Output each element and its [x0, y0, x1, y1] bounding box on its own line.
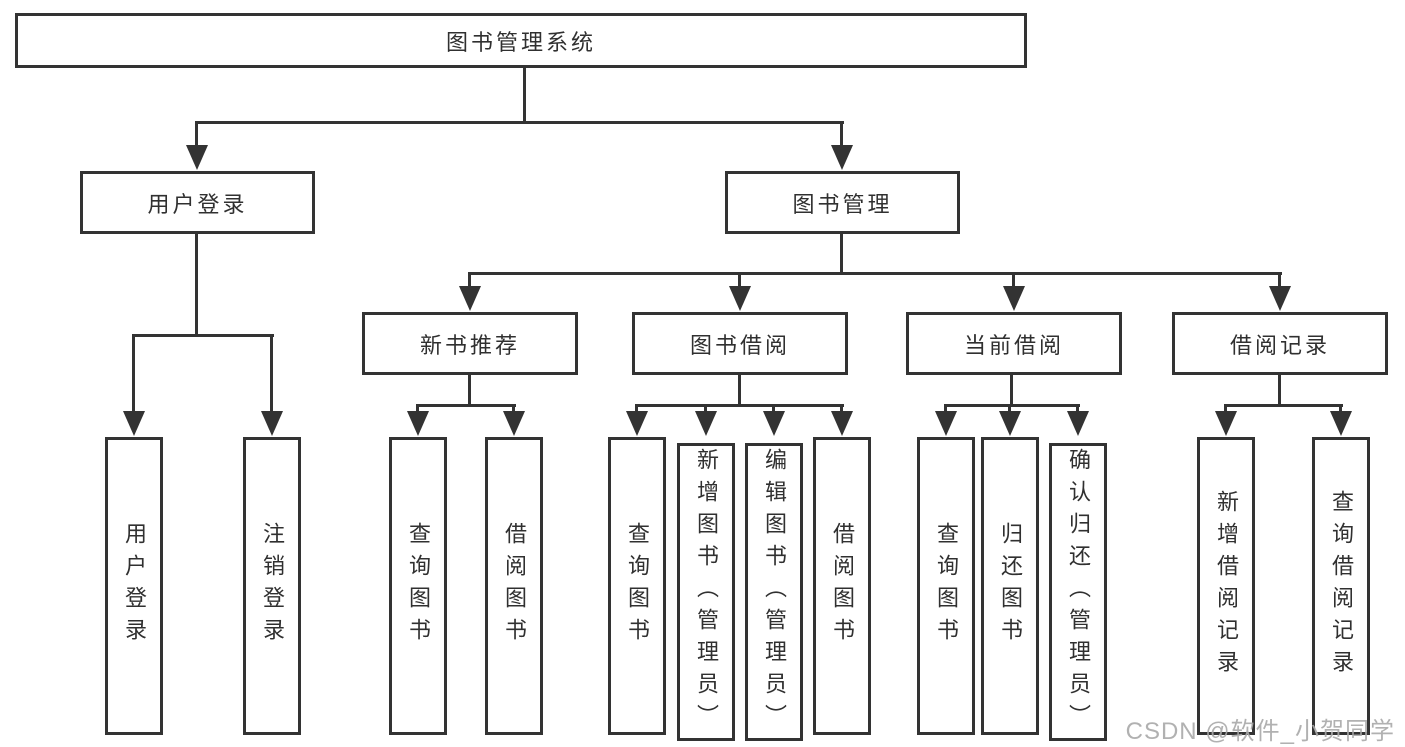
- connector-arrowhead: [1269, 286, 1291, 311]
- node-leaf-query-books-2: 查询图书: [608, 437, 666, 735]
- connector-arrowhead: [459, 286, 481, 311]
- node-leaf-confirm-return-admin: 确认归还（管理员）: [1049, 443, 1107, 741]
- connector-line: [1278, 375, 1281, 406]
- node-book-management: 图书管理: [725, 171, 960, 234]
- connector-arrowhead: [1067, 411, 1089, 436]
- node-label: 新增借阅记录: [1214, 490, 1239, 682]
- connector-line: [1339, 404, 1342, 414]
- connector-line: [1010, 375, 1013, 406]
- connector-arrowhead: [123, 411, 145, 436]
- node-label: 确认归还（管理员）: [1066, 448, 1091, 736]
- connector-arrowhead: [729, 286, 751, 311]
- node-label: 图书借阅: [689, 332, 790, 358]
- connector-line: [840, 404, 843, 414]
- node-leaf-logout: 注销登录: [243, 437, 301, 735]
- node-label: 用户登录: [122, 522, 147, 650]
- node-borrow-records: 借阅记录: [1172, 312, 1388, 375]
- connector-arrowhead: [626, 411, 648, 436]
- connector-line: [1278, 272, 1281, 288]
- node-label: 查询图书: [625, 522, 650, 650]
- connector-line: [1076, 404, 1079, 414]
- connector-line: [944, 404, 1080, 407]
- node-user-login: 用户登录: [80, 171, 315, 234]
- node-leaf-add-borrow-record: 新增借阅记录: [1197, 437, 1255, 735]
- node-label: 借阅图书: [502, 522, 527, 650]
- connector-line: [840, 234, 843, 275]
- node-label: 当前借阅: [963, 332, 1064, 358]
- node-book-borrow: 图书借阅: [632, 312, 848, 375]
- connector-line: [772, 404, 775, 414]
- connector-line: [1012, 272, 1015, 288]
- connector-line: [195, 121, 844, 124]
- node-label: 归还图书: [998, 522, 1023, 650]
- connector-line: [512, 404, 515, 414]
- node-label: 新增图书（管理员）: [694, 448, 719, 736]
- connector-line: [635, 404, 844, 407]
- connector-line: [270, 334, 273, 414]
- connector-arrowhead: [935, 411, 957, 436]
- connector-line: [416, 404, 516, 407]
- connector-line: [738, 272, 741, 288]
- node-label: 编辑图书（管理员）: [762, 448, 787, 736]
- connector-line: [468, 272, 1282, 275]
- node-label: 图书管理系统: [445, 29, 596, 55]
- connector-arrowhead: [763, 411, 785, 436]
- node-leaf-query-books: 查询图书: [389, 437, 447, 735]
- connector-arrowhead: [831, 145, 853, 170]
- node-leaf-add-books-admin: 新增图书（管理员）: [677, 443, 735, 741]
- node-label: 注销登录: [260, 522, 285, 650]
- connector-arrowhead: [261, 411, 283, 436]
- connector-line: [635, 404, 638, 414]
- connector-line: [1224, 404, 1343, 407]
- connector-line: [944, 404, 947, 414]
- connector-line: [132, 334, 135, 414]
- connector-line: [195, 234, 198, 336]
- node-library-system: 图书管理系统: [15, 13, 1027, 68]
- connector-line: [468, 375, 471, 406]
- connector-line: [523, 68, 526, 122]
- connector-line: [1224, 404, 1227, 414]
- node-leaf-query-borrow-record: 查询借阅记录: [1312, 437, 1370, 735]
- connector-arrowhead: [407, 411, 429, 436]
- connector-line: [704, 404, 707, 414]
- connector-line: [132, 334, 274, 337]
- connector-arrowhead: [999, 411, 1021, 436]
- connector-line: [468, 272, 471, 288]
- node-label: 查询图书: [406, 522, 431, 650]
- node-label: 图书管理: [792, 191, 893, 217]
- connector-line: [416, 404, 419, 414]
- connector-line: [195, 121, 198, 148]
- node-label: 查询图书: [934, 522, 959, 650]
- connector-arrowhead: [1215, 411, 1237, 436]
- csdn-watermark: CSDN @软件_小贺同学: [1125, 718, 1395, 745]
- node-new-book-recommend: 新书推荐: [362, 312, 578, 375]
- connector-arrowhead: [831, 411, 853, 436]
- connector-arrowhead: [1330, 411, 1352, 436]
- node-label: 借阅图书: [830, 522, 855, 650]
- node-current-borrow: 当前借阅: [906, 312, 1122, 375]
- connector-arrowhead: [695, 411, 717, 436]
- node-label: 查询借阅记录: [1329, 490, 1354, 682]
- connector-arrowhead: [503, 411, 525, 436]
- node-label: 新书推荐: [419, 332, 520, 358]
- node-leaf-return-books: 归还图书: [981, 437, 1039, 735]
- connector-arrowhead: [186, 145, 208, 170]
- node-leaf-user-login: 用户登录: [105, 437, 163, 735]
- connector-line: [1008, 404, 1011, 414]
- node-leaf-edit-books-admin: 编辑图书（管理员）: [745, 443, 803, 741]
- connector-line: [840, 121, 843, 148]
- node-label: 借阅记录: [1229, 332, 1330, 358]
- node-label: 用户登录: [147, 191, 248, 217]
- connector-line: [738, 375, 741, 406]
- node-leaf-query-books-3: 查询图书: [917, 437, 975, 735]
- node-leaf-borrow-books-2: 借阅图书: [813, 437, 871, 735]
- node-leaf-borrow-books: 借阅图书: [485, 437, 543, 735]
- connector-arrowhead: [1003, 286, 1025, 311]
